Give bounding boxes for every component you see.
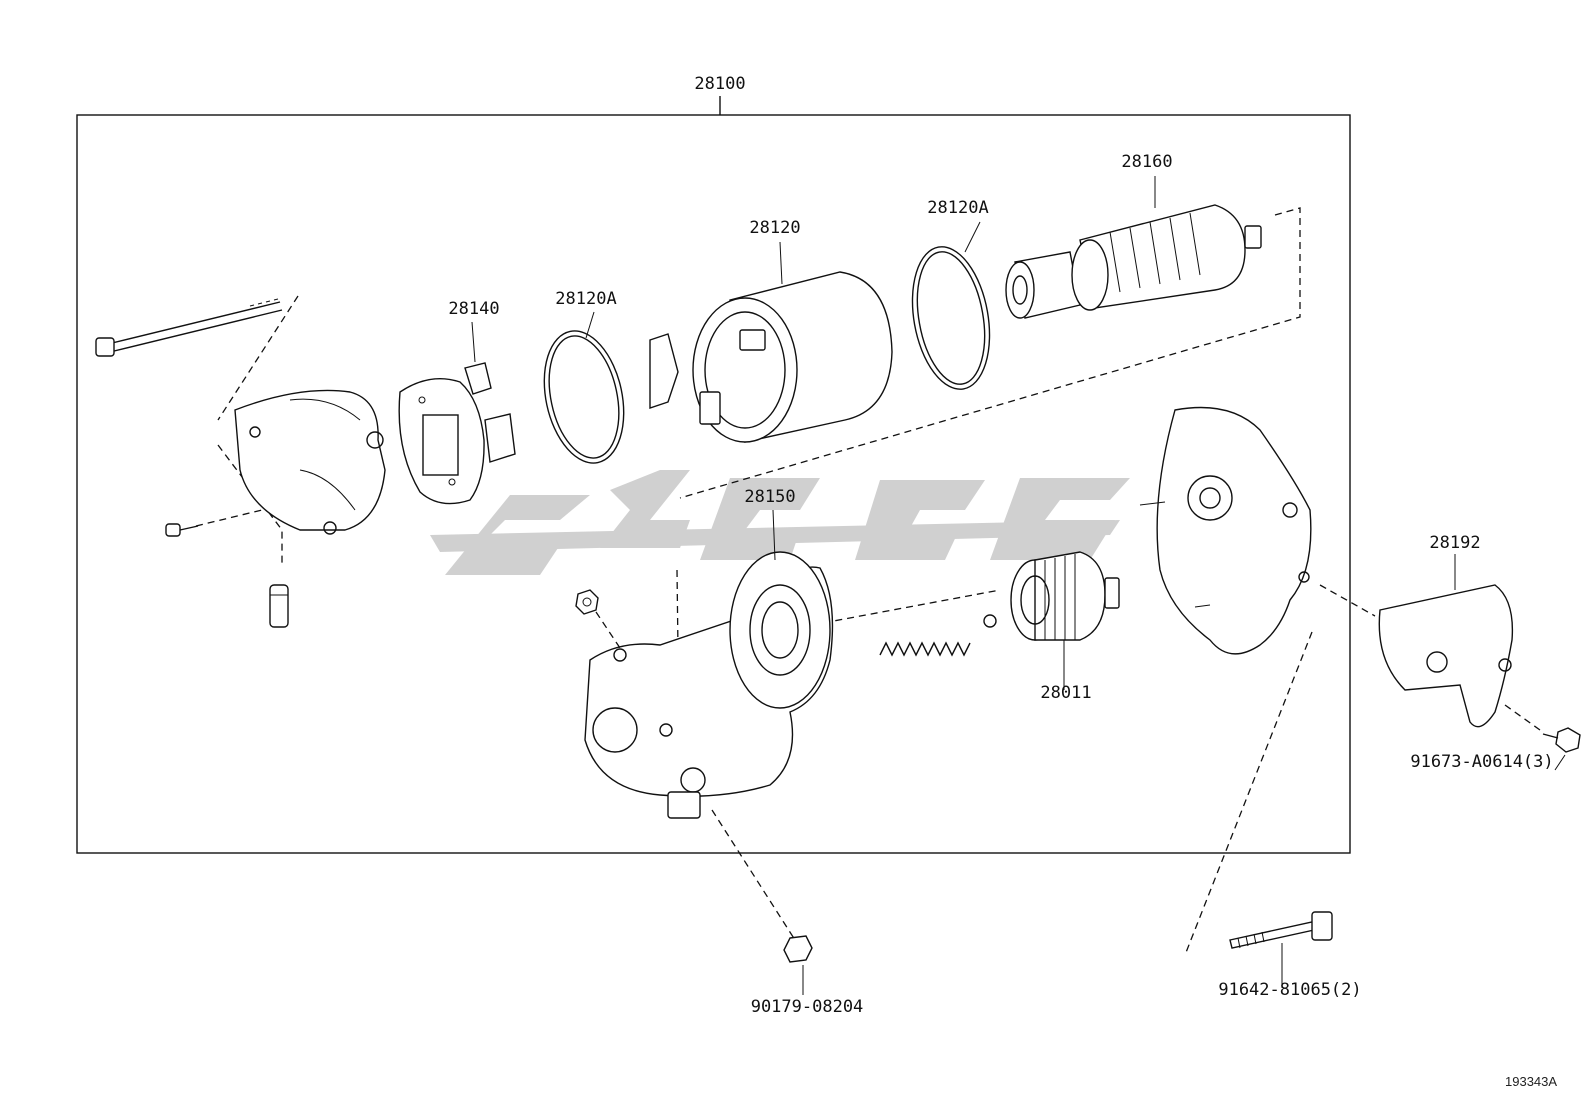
- spring-icon: [879, 641, 971, 657]
- label-oring-28120A-left: 28120A: [555, 289, 617, 309]
- label-bolt-91642-81065: 91642-81065(2): [1218, 980, 1362, 1000]
- hex-nut-small-icon: [575, 589, 599, 615]
- label-field-frame-28120: 28120: [749, 218, 801, 238]
- flange-bolt-right-icon: [1542, 727, 1581, 753]
- drive-housing-icon: [1139, 406, 1312, 655]
- label-housing-28150: 28150: [744, 487, 796, 507]
- housing-icon: [584, 551, 834, 819]
- assembly-frame: [76, 114, 1351, 854]
- watermark-logo: [430, 470, 1130, 575]
- through-bolt-icon: [95, 298, 283, 357]
- flange-nut-icon: [783, 935, 813, 963]
- label-cover-28192: 28192: [1429, 533, 1481, 553]
- brush-holder-icon: [398, 362, 516, 505]
- label-brush-holder-28140: 28140: [448, 299, 500, 319]
- terminal-stud-icon: [269, 584, 289, 628]
- armature-icon: [1005, 204, 1262, 319]
- screw-icon: [165, 523, 199, 537]
- label-nut-90179-08204: 90179-08204: [750, 997, 864, 1017]
- steel-ball-icon: [983, 614, 997, 628]
- label-bolt-91673-A0614: 91673-A0614(3): [1410, 752, 1554, 772]
- cover-icon: [1378, 584, 1514, 728]
- end-frame-icon: [234, 389, 386, 535]
- label-clutch-28011: 28011: [1040, 683, 1092, 703]
- o-ring-right-icon: [911, 246, 991, 390]
- clutch-icon: [1010, 551, 1120, 641]
- o-ring-left-icon: [543, 330, 625, 464]
- figure-id: 193343A: [1505, 1074, 1558, 1089]
- label-oring-28120A-right: 28120A: [927, 198, 989, 218]
- field-frame-icon: [649, 271, 893, 443]
- label-assembly-28100: 28100: [694, 74, 746, 94]
- flange-bolt-bottom-icon: [1229, 911, 1333, 949]
- label-armature-28160: 28160: [1121, 152, 1173, 172]
